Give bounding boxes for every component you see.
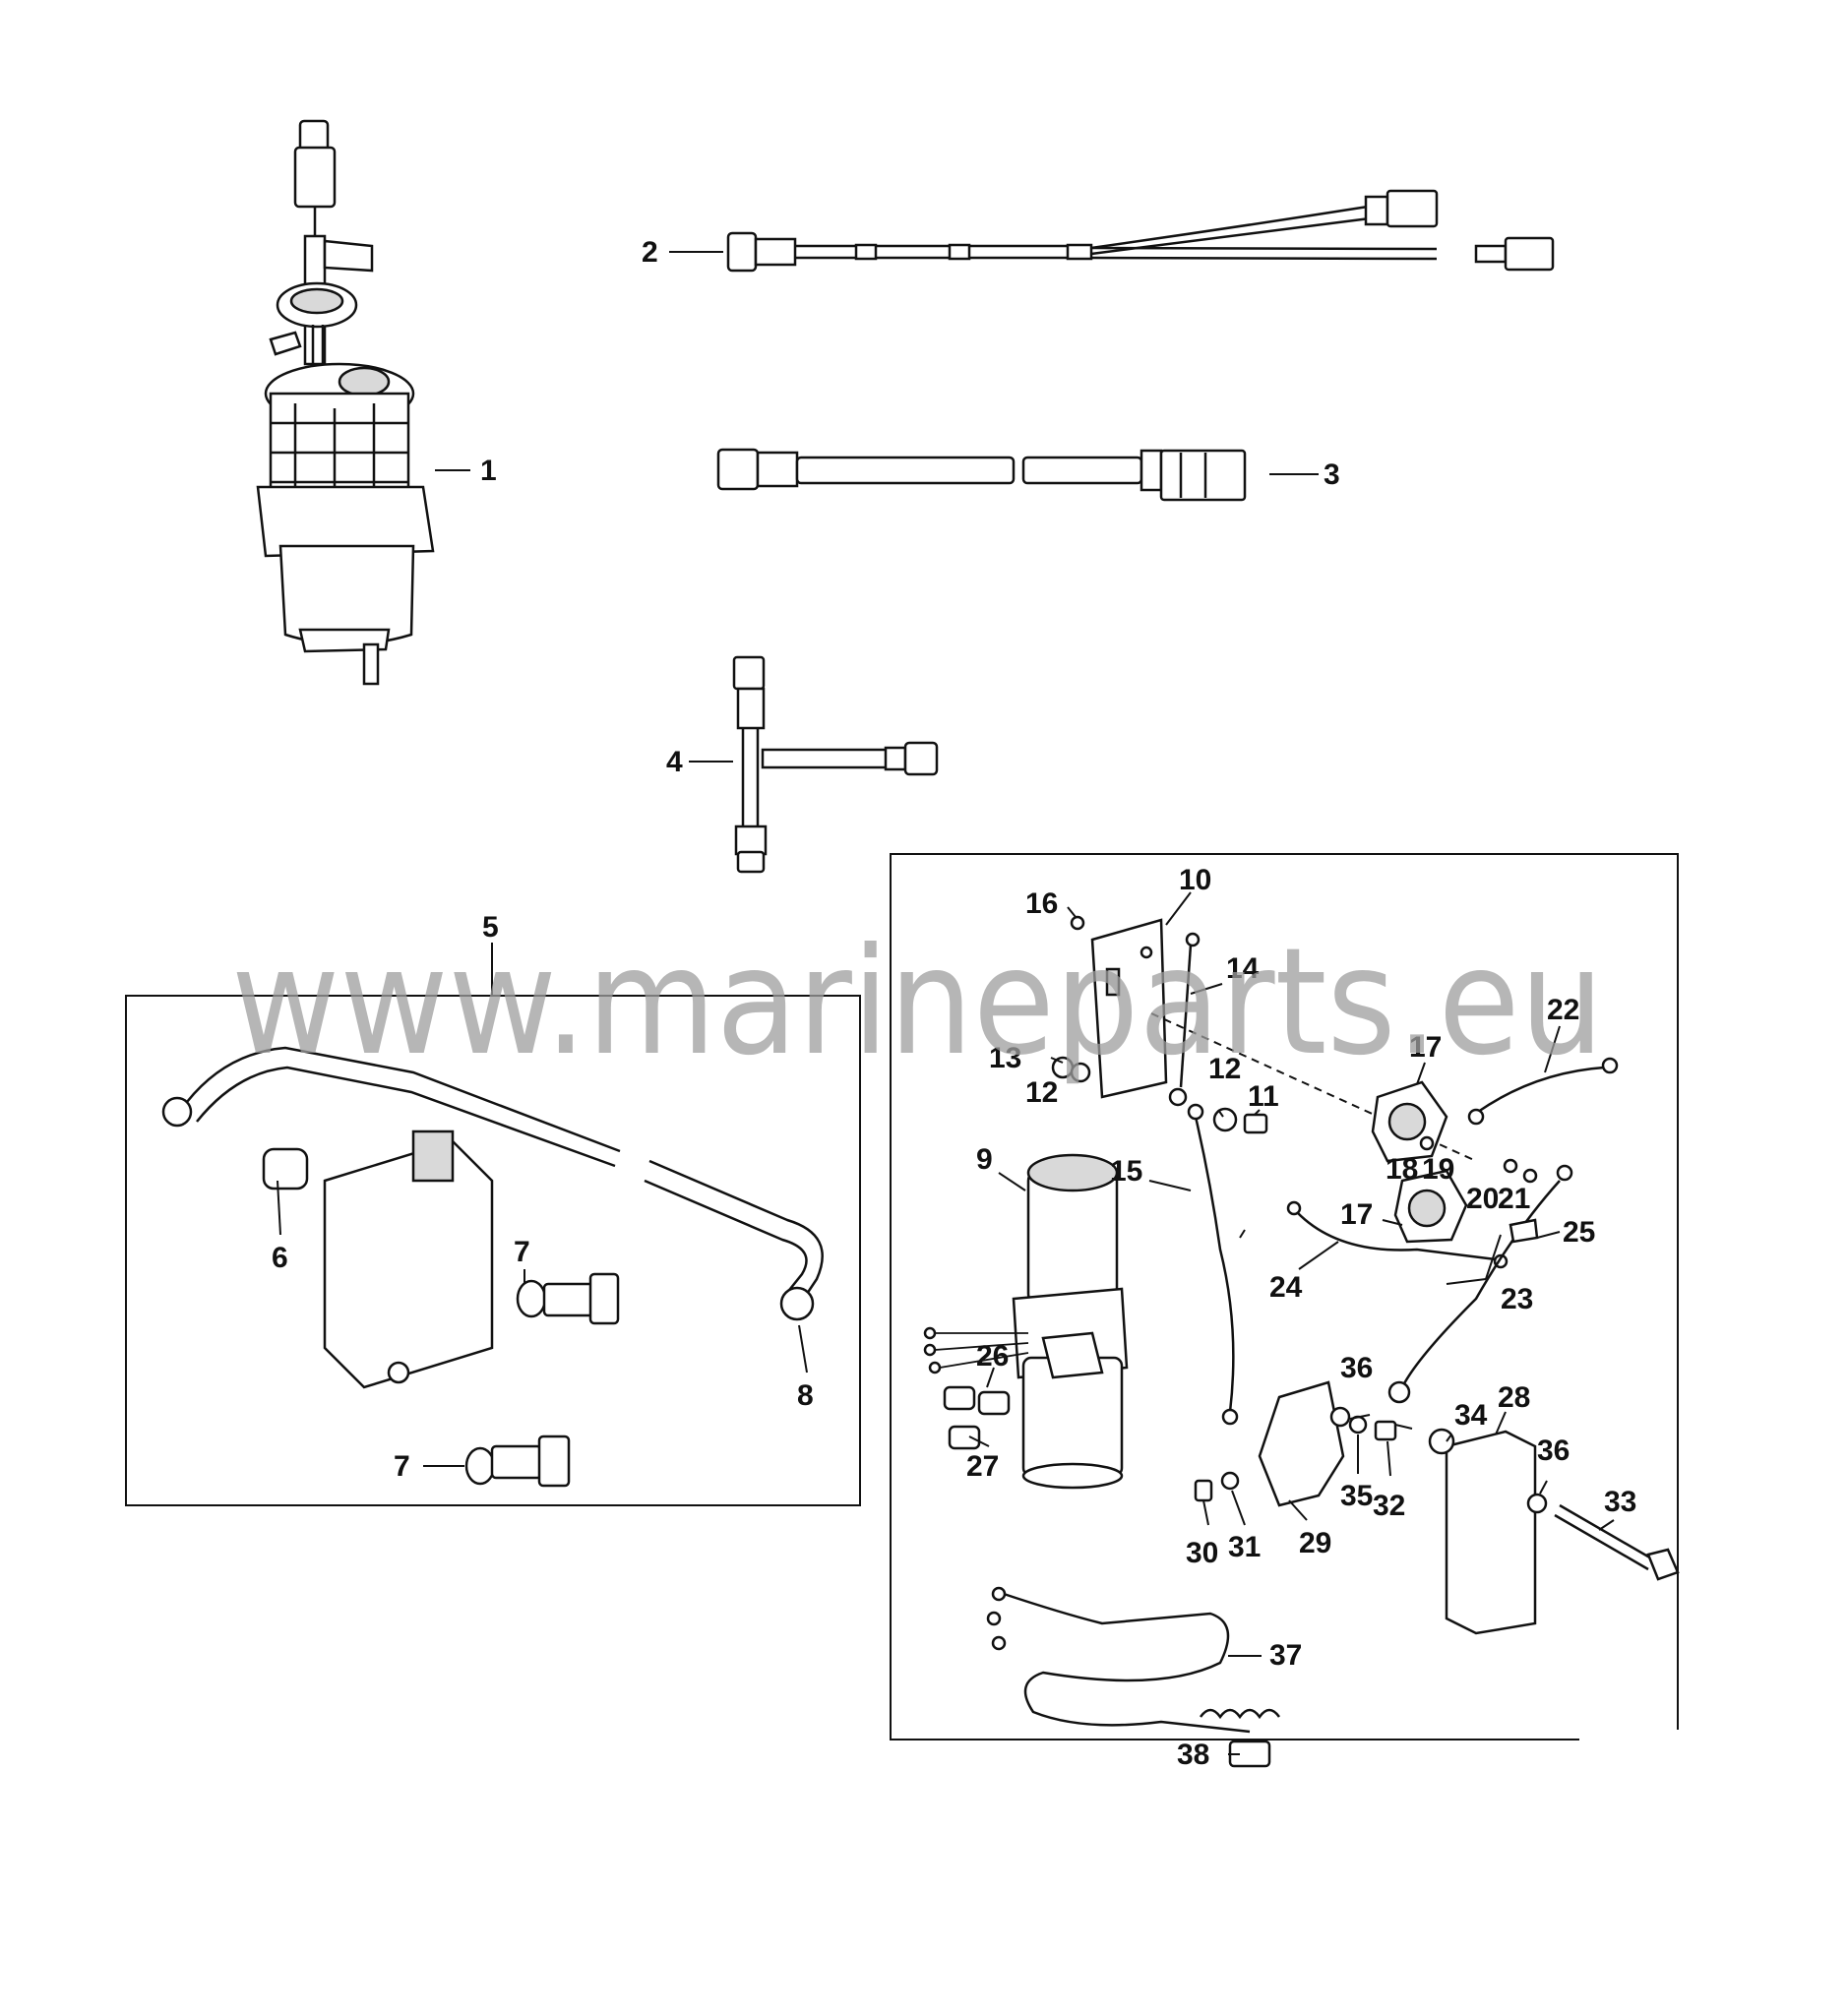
- callout-17b: 17: [1340, 1198, 1373, 1231]
- callout-35: 35: [1340, 1480, 1373, 1512]
- callout-22: 22: [1547, 994, 1579, 1026]
- callout-7b: 7: [394, 1450, 410, 1483]
- part-callouts: 1 2 3 4 5 6 7 7 8 9 10 11 12 12 13 14 15…: [272, 236, 1636, 1771]
- callout-37: 37: [1269, 1639, 1302, 1672]
- callout-25: 25: [1563, 1216, 1595, 1249]
- callout-13: 13: [989, 1042, 1021, 1074]
- callout-18: 18: [1386, 1153, 1418, 1186]
- callout-7a: 7: [514, 1236, 530, 1268]
- callout-38: 38: [1177, 1739, 1209, 1771]
- callout-14: 14: [1226, 952, 1260, 985]
- callout-21: 21: [1498, 1183, 1530, 1215]
- callout-9: 9: [976, 1143, 993, 1176]
- callout-30: 30: [1186, 1537, 1218, 1569]
- callout-29: 29: [1299, 1527, 1331, 1559]
- callout-5: 5: [482, 911, 499, 944]
- callout-17a: 17: [1409, 1031, 1442, 1064]
- callout-26: 26: [976, 1340, 1009, 1373]
- part-1-fuel-pump-assembly: [256, 119, 435, 686]
- part-5-kit-frame: [125, 943, 861, 1506]
- callout-2: 2: [642, 236, 658, 269]
- callout-23: 23: [1501, 1283, 1533, 1315]
- callout-32: 32: [1373, 1490, 1405, 1522]
- callout-10: 10: [1179, 864, 1211, 896]
- callout-12a: 12: [1025, 1076, 1058, 1109]
- callout-20: 20: [1466, 1183, 1499, 1215]
- part-3-wiring-harness: [716, 448, 1247, 502]
- part-4-wiring-harness: [732, 655, 939, 874]
- callout-12b: 12: [1208, 1053, 1241, 1085]
- callout-1: 1: [480, 455, 497, 487]
- callout-15: 15: [1110, 1155, 1142, 1188]
- callout-3: 3: [1324, 458, 1340, 491]
- callout-36a: 36: [1340, 1352, 1373, 1384]
- callout-24: 24: [1269, 1271, 1303, 1304]
- callout-33: 33: [1604, 1486, 1636, 1518]
- watermark-text: www.marineparts.eu: [231, 917, 1604, 1088]
- callout-6: 6: [272, 1242, 288, 1274]
- callout-28: 28: [1498, 1381, 1530, 1414]
- right-kit-frame: [890, 853, 1688, 1768]
- callout-27: 27: [966, 1450, 999, 1483]
- callout-36b: 36: [1537, 1435, 1570, 1467]
- callout-31: 31: [1228, 1531, 1261, 1563]
- callout-8: 8: [797, 1379, 814, 1412]
- callout-11: 11: [1248, 1080, 1279, 1113]
- callout-4: 4: [666, 746, 683, 778]
- callout-34: 34: [1454, 1399, 1488, 1432]
- part-2-wiring-harness: [726, 189, 1555, 273]
- leader-lines: [277, 251, 1615, 1755]
- callout-16: 16: [1025, 887, 1058, 920]
- callout-19: 19: [1422, 1153, 1454, 1186]
